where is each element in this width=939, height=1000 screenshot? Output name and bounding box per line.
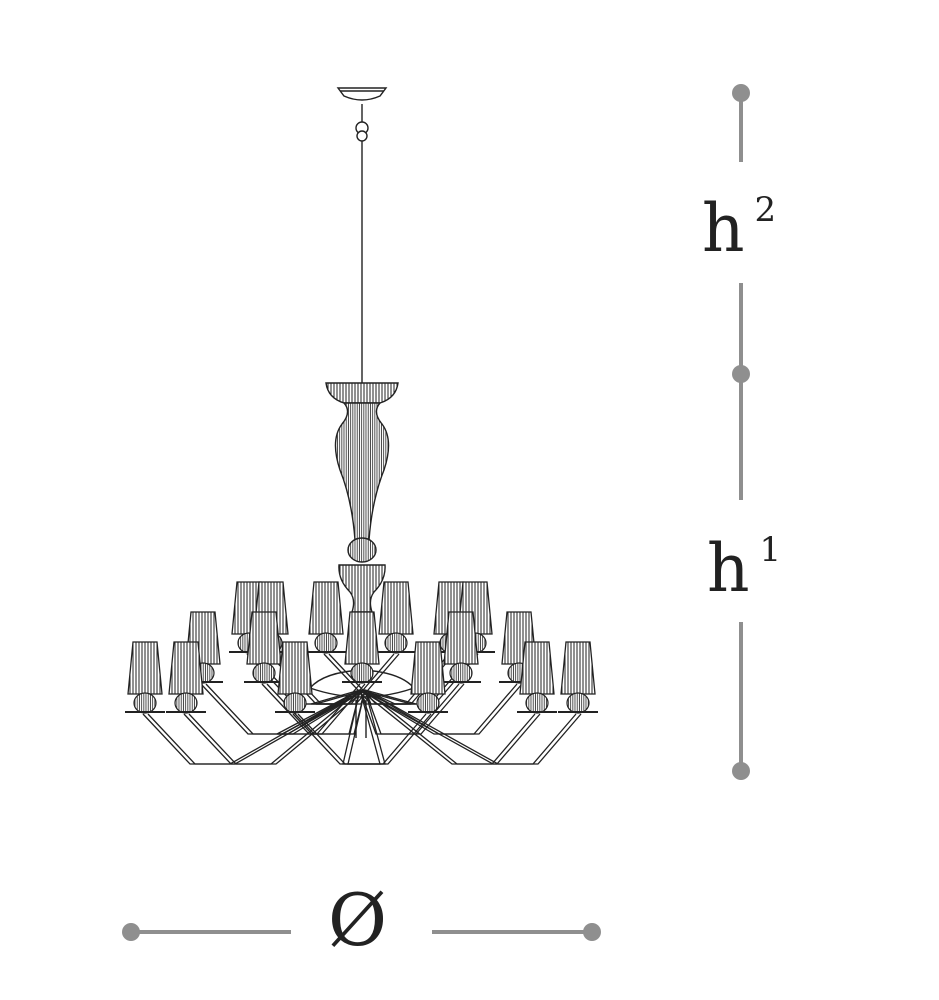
lamp-shade-icon <box>244 611 284 684</box>
lamp-shade-icon <box>125 641 165 714</box>
lamp-shade-icon <box>275 641 315 714</box>
vertical-dimension <box>732 84 750 780</box>
arm-tube <box>183 689 361 765</box>
h2-index: 2 <box>754 190 777 230</box>
h1-index: 1 <box>759 530 782 570</box>
lamp-shade-icon <box>376 581 416 654</box>
lamp-shade-icon <box>441 611 481 684</box>
chandelier-arms <box>142 653 582 765</box>
diameter-dimension <box>122 923 601 941</box>
diameter-symbol: Ø <box>328 878 388 962</box>
central-stem <box>334 402 390 541</box>
arm-tube <box>205 683 366 735</box>
lamp-shade-icon <box>408 641 448 714</box>
lower-bowl <box>338 564 386 613</box>
arm-tube <box>364 683 465 735</box>
h2-symbol: h <box>702 190 745 267</box>
diameter-dimension-label: Ø <box>328 884 387 956</box>
top-cup <box>325 382 399 404</box>
h1-symbol: h <box>707 530 750 607</box>
arm-tube <box>188 689 366 765</box>
arm-tube <box>364 689 582 765</box>
stem-bulb <box>347 537 377 563</box>
lamp-shade-icon <box>342 611 382 684</box>
chandelier-shades <box>125 581 598 714</box>
diameter-left-endpoint <box>122 923 140 941</box>
arm-tube <box>364 689 541 765</box>
diameter-right-endpoint <box>583 923 601 941</box>
h2-h1-junction-point <box>732 365 750 383</box>
h1-bottom-endpoint <box>732 762 750 780</box>
lamp-shade-icon <box>306 581 346 654</box>
h2-top-endpoint <box>732 84 750 102</box>
lamp-shade-icon <box>558 641 598 714</box>
arm-tube <box>147 689 366 765</box>
ceiling-canopy <box>336 87 388 142</box>
arm-tube <box>364 683 523 735</box>
arm-tube <box>281 683 366 735</box>
lamp-shade-icon <box>517 641 557 714</box>
arm-tube <box>347 689 432 765</box>
chandelier-illustration <box>308 87 416 738</box>
lamp-shade-icon <box>166 641 206 714</box>
